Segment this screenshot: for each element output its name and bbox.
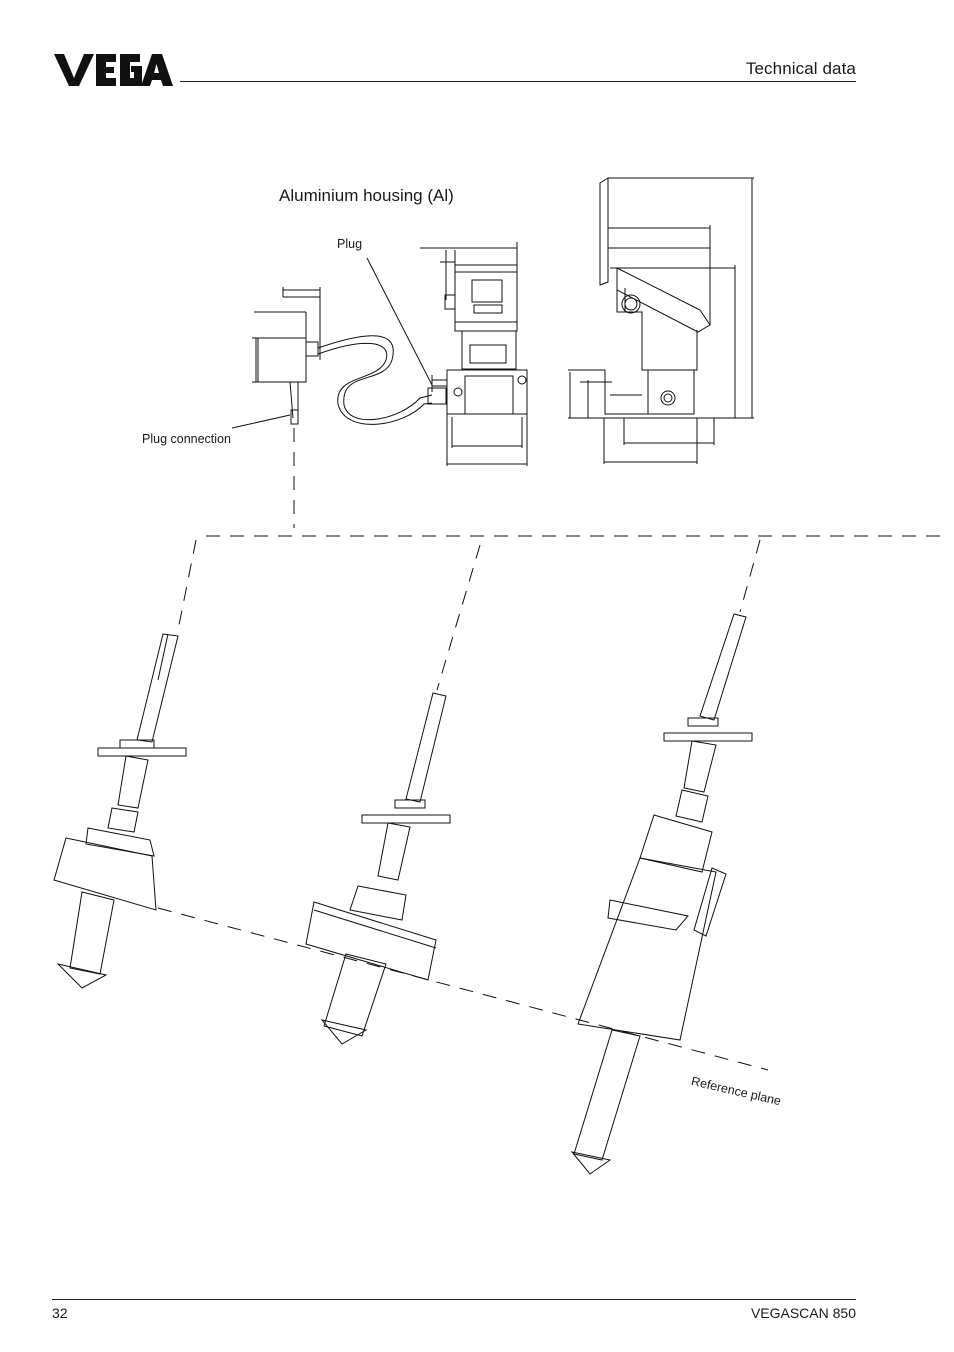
document-name: VEGASCAN 850 (750, 1305, 856, 1321)
housing-front-view (366, 242, 528, 466)
antenna-1 (53, 633, 187, 989)
page-number: 32 (52, 1305, 68, 1321)
antenna-2 (305, 692, 451, 1045)
header-rule (180, 81, 856, 82)
label-plug-connection: Plug connection (142, 432, 231, 446)
page-title: Technical data (745, 59, 856, 78)
figure-caption: Aluminium housing (Al) (279, 186, 454, 205)
plug-connector-view (231, 287, 321, 429)
antenna-3 (570, 613, 753, 1175)
vega-logo (54, 54, 173, 86)
housing-side-view (568, 177, 754, 464)
footer-rule (52, 1299, 856, 1300)
label-plug: Plug (337, 237, 363, 251)
cable (317, 335, 433, 425)
projection-lines (157, 428, 940, 1071)
